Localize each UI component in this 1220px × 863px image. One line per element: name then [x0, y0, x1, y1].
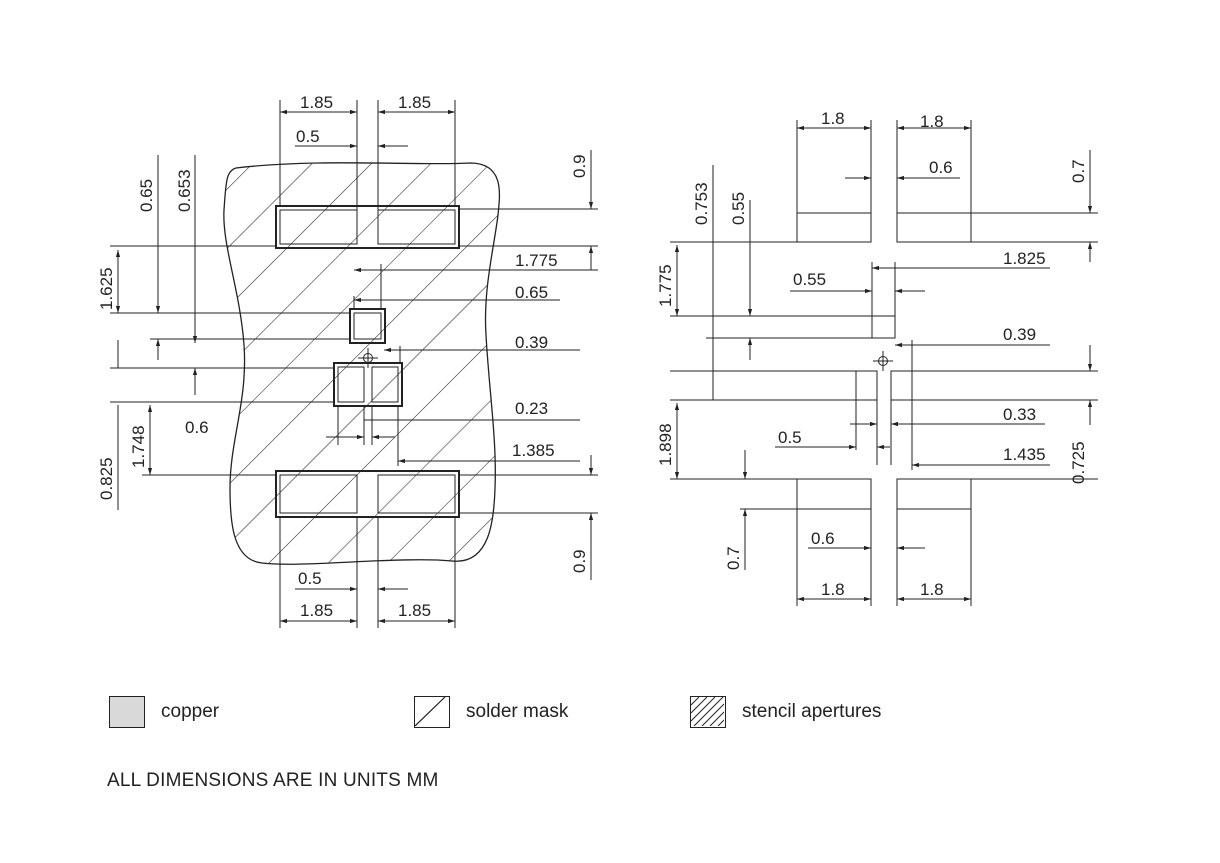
dim-label: 0.6 — [185, 418, 209, 437]
dim-label: 1.748 — [129, 425, 148, 468]
small-pad — [353, 312, 382, 340]
bottom-pad-left — [279, 474, 358, 514]
dim-label: 0.753 — [692, 182, 711, 225]
top-pad-opening — [275, 205, 460, 249]
center-crosshair-icon — [358, 348, 378, 368]
stencil-top-left — [796, 212, 872, 243]
dim-label: 0.653 — [175, 169, 194, 212]
pair-pad-left — [337, 366, 365, 403]
dim-label: 1.85 — [398, 93, 431, 112]
pair-pad-right — [371, 366, 399, 403]
copper-swatch — [109, 696, 145, 728]
legend-solder-mask: solder mask — [414, 694, 568, 730]
dim-label: 0.23 — [515, 399, 548, 418]
stencil-top-right — [896, 212, 972, 243]
dim-label: 0.55 — [793, 270, 826, 289]
dim-label: 1.385 — [512, 441, 555, 460]
dim-label: 0.9 — [570, 549, 589, 573]
dim-label: 1.775 — [515, 251, 558, 270]
stencil-bottom-right — [896, 478, 972, 510]
dim-label: 0.5 — [298, 569, 322, 588]
dim-label: 0.33 — [1003, 405, 1036, 424]
right-stencil-view: 1.8 1.8 0.6 0.7 0.753 0.55 1.775 1.825 0… — [656, 109, 1098, 606]
dim-label: 0.65 — [515, 283, 548, 302]
top-pad-left — [279, 209, 358, 245]
dim-label: 1.625 — [97, 267, 116, 310]
stencil-pair-right — [890, 370, 913, 401]
right-dimension-lines — [670, 120, 1098, 606]
stencil-swatch — [690, 696, 726, 728]
legend-copper: copper — [109, 694, 219, 730]
legend-solder-mask-label: solder mask — [466, 701, 569, 722]
dim-label: 1.898 — [656, 423, 675, 466]
solder-mask-swatch — [414, 696, 450, 728]
dim-label: 0.65 — [137, 179, 156, 212]
dim-label: 0.5 — [296, 127, 320, 146]
legend-copper-label: copper — [161, 701, 220, 722]
dim-label: 0.55 — [729, 192, 748, 225]
dim-label: 1.435 — [1003, 445, 1046, 464]
top-pad-right — [377, 209, 456, 245]
dim-label: 1.85 — [398, 601, 431, 620]
dim-label: 0.9 — [570, 154, 589, 178]
bottom-pad-opening — [275, 470, 460, 518]
dim-label: 0.825 — [97, 457, 116, 500]
dim-label: 1.8 — [821, 580, 845, 599]
dim-label: 1.8 — [920, 580, 944, 599]
dim-label: 1.85 — [300, 93, 333, 112]
dim-label: 0.725 — [1069, 441, 1088, 484]
small-pad-opening — [349, 308, 386, 344]
dim-label: 0.5 — [778, 428, 802, 447]
stencil-bottom-left — [796, 478, 872, 510]
legend-stencil: stencil apertures — [690, 694, 881, 730]
dim-label: 1.8 — [920, 112, 944, 131]
dim-label: 1.85 — [300, 601, 333, 620]
bottom-pad-right — [377, 474, 456, 514]
dim-label: 1.825 — [1003, 249, 1046, 268]
stencil-small — [871, 315, 896, 339]
center-crosshair-icon — [873, 351, 893, 371]
dim-label: 0.39 — [1003, 325, 1036, 344]
dim-label: 0.7 — [1069, 159, 1088, 183]
units-footnote: ALL DIMENSIONS ARE IN UNITS MM — [107, 770, 439, 791]
dim-label: 0.6 — [929, 158, 953, 177]
legend-stencil-label: stencil apertures — [742, 701, 882, 722]
dim-label: 0.6 — [811, 529, 835, 548]
dim-label: 0.7 — [724, 546, 743, 570]
left-footprint-view: 1.85 1.85 0.5 0.9 0.65 0.653 1.625 1.775… — [97, 93, 598, 628]
dim-label: 0.39 — [515, 333, 548, 352]
dim-label: 1.8 — [821, 109, 845, 128]
left-dimension-lines — [110, 100, 598, 628]
dim-label: 1.775 — [656, 264, 675, 307]
stencil-pair-left — [855, 370, 878, 401]
